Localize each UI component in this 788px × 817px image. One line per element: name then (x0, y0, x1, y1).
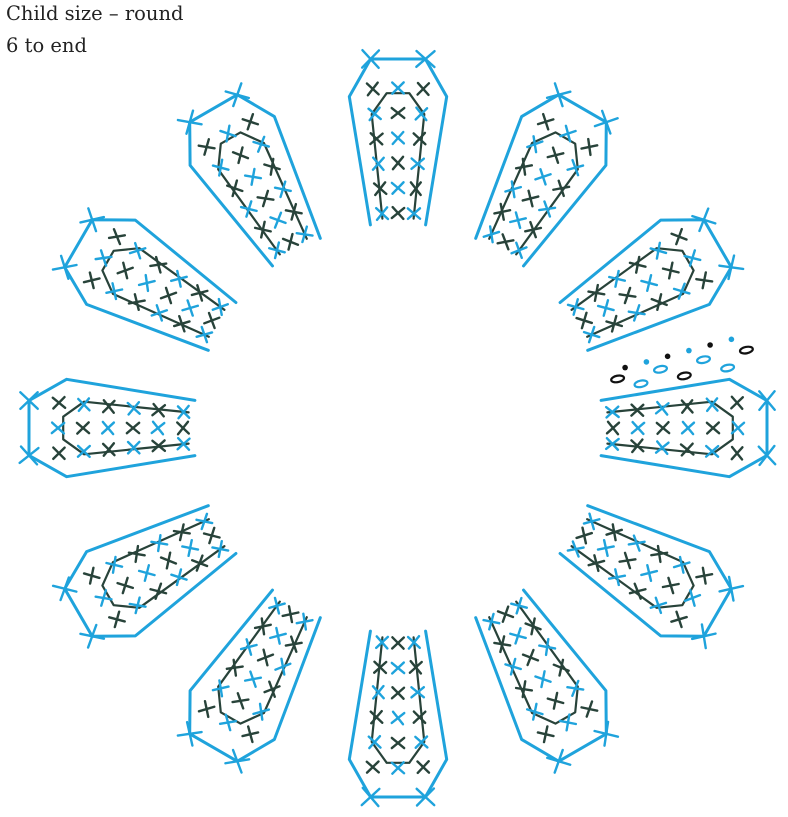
petal (476, 83, 618, 266)
sc-cross-symbol (258, 197, 274, 199)
petal-outline (560, 506, 731, 637)
sc-cross-symbol (276, 628, 279, 644)
sc-cross-symbol (113, 557, 115, 573)
sc-cross-symbol (106, 289, 122, 292)
sc-cross-symbol (595, 285, 598, 301)
sc-cross-symbol (669, 263, 672, 279)
petal (560, 209, 743, 351)
chain-oval-symbol (721, 364, 735, 373)
sc-cross-symbol (152, 423, 165, 433)
sc-cross-symbol (588, 139, 590, 155)
sc-cross-symbol (560, 721, 576, 724)
petal-inner-outline (102, 519, 224, 608)
sc-cross-symbol (167, 553, 170, 569)
sc-cross-symbol (663, 584, 679, 587)
sc-cross-symbol (189, 540, 192, 556)
slip-stitch-dot-symbol (622, 365, 628, 371)
sc-cross-symbol (657, 243, 660, 259)
sc-cross-symbol (275, 188, 291, 191)
slip-stitch-dot-symbol (729, 337, 735, 343)
sc-cross-symbol (303, 614, 306, 630)
sc-cross-symbol (598, 546, 614, 549)
petal-outline (476, 590, 607, 761)
sc-cross-symbol (180, 524, 183, 540)
sc-cross-symbol (703, 272, 706, 288)
slip-stitch-dot-symbol (686, 348, 692, 354)
sc-cross-symbol (568, 548, 584, 551)
sc-cross-symbol (219, 541, 222, 557)
petal (349, 50, 446, 225)
sc-cross-symbol (636, 257, 639, 273)
sc-cross-symbol (245, 176, 261, 179)
petal (53, 208, 236, 350)
sc-cross-symbol (539, 646, 555, 649)
chain-oval-symbol (739, 346, 753, 355)
chain-oval-symbol (677, 371, 691, 380)
sc-cross-symbol (289, 606, 292, 622)
petal (349, 631, 446, 806)
petal-outline (190, 590, 321, 761)
chain-oval-symbol (653, 365, 667, 374)
sc-cross-symbol (199, 146, 215, 149)
sc-cross-symbol (205, 701, 208, 717)
sc-cross-symbol (109, 235, 125, 238)
sc-cross-symbol (260, 704, 262, 720)
chain-oval-symbol (634, 379, 648, 388)
petal-outline (65, 220, 236, 351)
petal-outline (560, 220, 731, 351)
sc-cross-symbol (620, 559, 636, 561)
petal (20, 379, 195, 476)
petal-outline (601, 379, 767, 476)
petal-outline (349, 59, 446, 225)
petal (476, 590, 618, 772)
petal-outline (29, 379, 195, 476)
sc-cross-symbol (567, 687, 583, 689)
petal-outline (349, 631, 446, 797)
sc-cross-symbol (158, 535, 160, 551)
chain-oval-symbol (611, 374, 625, 383)
slip-stitch-dot-symbol (644, 359, 650, 365)
sc-cross-symbol (286, 210, 302, 213)
sc-cross-symbol (262, 618, 264, 634)
sc-cross-symbol (656, 403, 668, 413)
sc-cross-symbol (615, 271, 618, 287)
sc-cross-symbol (484, 620, 500, 623)
petal (178, 590, 320, 772)
petal-outline (476, 95, 607, 266)
petal-outline (190, 95, 321, 266)
sc-cross-symbol (582, 707, 598, 710)
slip-stitch-dot-symbol (707, 342, 713, 348)
petal (560, 506, 743, 648)
petal-outline (65, 506, 236, 637)
sc-cross-symbol (534, 136, 537, 152)
petal-ring (20, 50, 776, 806)
petal (601, 379, 775, 476)
sc-cross-symbol (490, 226, 492, 242)
sc-cross-symbol (297, 233, 313, 235)
sc-cross-symbol (494, 643, 510, 645)
sc-cross-symbol (393, 712, 403, 725)
chain-oval-symbol (696, 355, 710, 364)
sc-cross-symbol (696, 574, 712, 577)
sc-cross-symbol (516, 688, 532, 690)
slip-stitch-dot-symbol (665, 354, 671, 360)
petal (53, 506, 236, 648)
petal (178, 83, 320, 265)
sc-cross-symbol (90, 568, 93, 584)
sc-cross-symbol (136, 546, 138, 562)
